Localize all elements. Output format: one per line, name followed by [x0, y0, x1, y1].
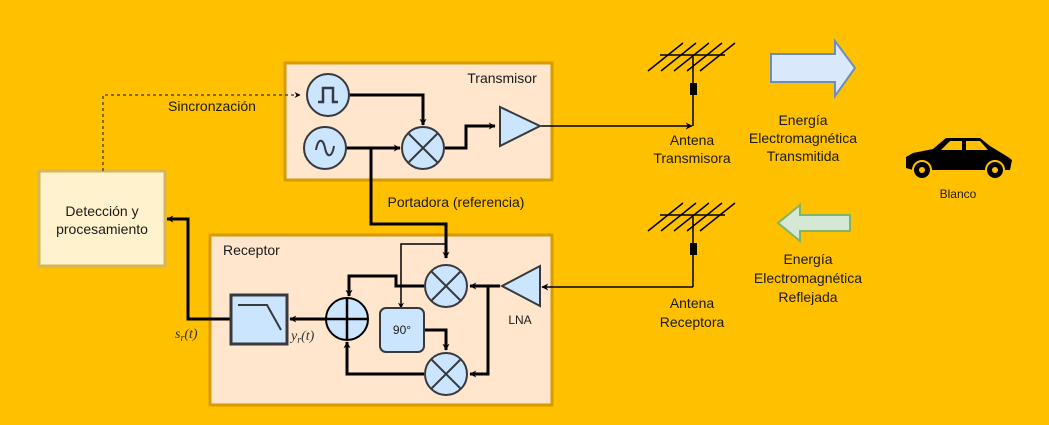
arrow-right-icon: [770, 37, 857, 100]
reflected-energy-line3: Reflejada: [778, 289, 837, 305]
transmitter-label: Transmisor: [467, 70, 537, 86]
wire-phase-shifter-to-q-mixer: [424, 328, 450, 351]
pulse-generator: [306, 73, 350, 117]
rx-antenna-label-line2: Receptora: [660, 314, 725, 330]
wire-mixer-to-pa: [445, 122, 496, 150]
oscillator: [303, 126, 347, 170]
rx-antenna-label-line1: Antena: [670, 295, 715, 311]
target-label: Blanco: [940, 187, 977, 201]
rx-mixer-i: [424, 264, 468, 308]
carrier-label: Portadora (referencia): [388, 194, 525, 210]
detection-label-line1: Detección y: [65, 203, 138, 219]
wire-pulse-to-mixer: [349, 93, 427, 126]
reflected-energy: Energía Electromagnética Reflejada: [754, 202, 862, 305]
detection-label-line2: procesamiento: [56, 221, 148, 237]
target: Blanco: [906, 138, 1012, 201]
sync-label: Sincronzación: [168, 98, 256, 114]
wire-q-mixer-to-summer: [343, 341, 424, 376]
transmitted-energy-line3: Transmitida: [767, 148, 840, 164]
low-pass-filter: [229, 293, 289, 346]
summer: [325, 297, 369, 341]
rx-mixer-q: [424, 352, 468, 396]
transmitted-energy: Energía Electromagnética Transmitida: [749, 37, 857, 164]
y-r-t-label: yr(t): [289, 329, 315, 346]
wire-filter-to-detection: [166, 215, 230, 321]
pulse-icon: [318, 86, 338, 104]
reflected-energy-line1: Energía: [783, 251, 832, 267]
reflected-energy-line2: Electromagnética: [754, 270, 862, 286]
wire-i-mixer-to-summer: [345, 274, 424, 297]
tx-antenna-label-line2: Transmisora: [653, 150, 730, 166]
mixer-icon: [407, 132, 439, 164]
rx-antenna: Antena Receptora: [647, 202, 736, 330]
detection-processing-block: Detección y procesamiento: [37, 169, 167, 268]
s-r-t-label: sr(t): [175, 327, 198, 344]
transmitted-energy-line2: Electromagnética: [749, 130, 857, 146]
tx-antenna-label-line1: Antena: [670, 132, 715, 148]
wire-carrier-reference: [369, 148, 450, 259]
wire-carrier-to-phase-shifter: [398, 243, 446, 309]
power-amplifier: [499, 105, 543, 148]
wire-lna-to-q-mixer: [469, 284, 500, 378]
sine-wave-icon: [315, 139, 335, 157]
lna-label: LNA: [508, 313, 531, 327]
tx-antenna: Antena Transmisora: [647, 42, 736, 166]
transmitted-energy-line1: Energía: [778, 112, 827, 128]
arrow-left-icon: [776, 202, 851, 244]
adder-icon: [326, 298, 368, 340]
lna: LNA: [499, 264, 541, 327]
mixer-icon: [430, 358, 462, 390]
lowpass-filter-icon: [238, 304, 282, 331]
phase-shifter-label: 90°: [393, 323, 411, 337]
sync-line: [102, 92, 301, 171]
mixer-icon: [430, 270, 462, 302]
phase-shifter-90: 90°: [379, 307, 425, 353]
tx-mixer: [401, 126, 445, 170]
car-icon: [906, 138, 1012, 180]
receiver-label: Receptor: [223, 242, 280, 258]
